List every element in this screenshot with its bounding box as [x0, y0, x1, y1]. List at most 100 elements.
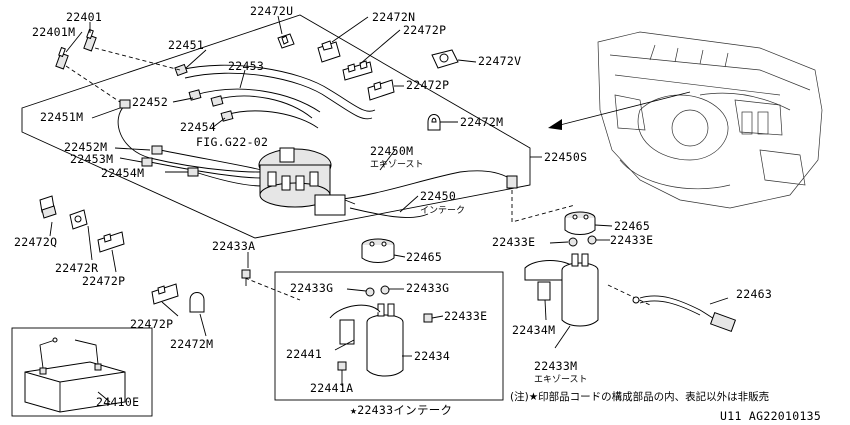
boot-22451M: [119, 99, 131, 109]
label-22441A: 22441A: [310, 381, 353, 395]
label-fig-ref: FIG.G22-02: [196, 135, 268, 149]
label-22401M: 22401M: [32, 25, 75, 39]
label-22434M: 22434M: [512, 323, 555, 337]
clip-22472P-d: [151, 283, 179, 305]
wire-22452: [194, 88, 321, 113]
label-22433A: 22433A: [212, 239, 255, 253]
label-22472U: 22472U: [250, 4, 293, 18]
wire-22453M: [149, 161, 263, 179]
label-22472P-c: 22472P: [82, 274, 125, 288]
label-exhaust-1: エキゾースト: [370, 159, 424, 170]
label-22433G-a: 22433G: [290, 281, 333, 295]
wire-22450M: [334, 170, 513, 201]
nut-22433E-b: [587, 235, 597, 245]
label-22454M: 22454M: [101, 166, 144, 180]
footnote: (注)★印部品コードの構成部品の内、表記以外は非販売: [510, 390, 769, 403]
label-22463: 22463: [736, 287, 772, 301]
bolt-22433A: [241, 269, 251, 286]
boot-22452: [188, 89, 202, 101]
boot-22454M: [187, 167, 199, 177]
label-22433E-a: 22433E: [492, 235, 535, 249]
wire-22454: [224, 110, 319, 129]
harness-22463: [632, 295, 737, 333]
label-22465-right: 22465: [614, 219, 650, 233]
label-22472V: 22472V: [478, 54, 521, 68]
label-22472P-d: 22472P: [130, 317, 173, 331]
engine-arrow-head: [548, 119, 562, 130]
label-22450S: 22450S: [544, 150, 587, 164]
label-22452: 22452: [132, 95, 168, 109]
wire-22454M: [194, 171, 263, 187]
boot-22452b: [210, 95, 224, 107]
dashed-22450S: [511, 190, 576, 223]
label-22433E-c: 22433E: [444, 309, 487, 323]
spark-plug-22401: [83, 28, 97, 52]
label-22433G-b: 22433G: [406, 281, 449, 295]
nut-22433E-a: [568, 237, 578, 247]
label-22433M: 22433M: [534, 359, 577, 373]
coil-22434M: [524, 253, 599, 327]
cable-set-outline: [21, 14, 531, 239]
diagram-code: U11 AG22010135: [720, 409, 821, 423]
boot-22451: [174, 63, 188, 77]
label-22472R: 22472R: [55, 261, 98, 275]
engine-illustration: [597, 31, 823, 209]
label-22450: 22450: [420, 189, 456, 203]
label-22472Q: 22472Q: [14, 235, 57, 249]
label-22472P-b: 22472P: [406, 78, 449, 92]
cap-22465-left: [361, 238, 395, 263]
nut-22433G-b: [380, 285, 390, 295]
label-22452M: 22452M: [64, 140, 107, 154]
coil-22434: [329, 303, 404, 377]
boot-22450M: [506, 175, 518, 189]
dashed-22463: [607, 284, 651, 306]
label-22472P-a: 22472P: [403, 23, 446, 37]
leader-lines: [49, 15, 729, 403]
wire-22451b: [184, 72, 373, 120]
label-24410E: 24410E: [96, 395, 139, 409]
clip-22472V: [431, 49, 459, 69]
clip-22472P-c: [97, 231, 125, 253]
label-22433-intake: ★22433インテーク: [350, 403, 452, 417]
label-22401: 22401: [66, 10, 102, 24]
label-22434: 22434: [414, 349, 450, 363]
clip-22472P-a: [342, 60, 373, 81]
wire-22450: [349, 207, 429, 219]
wire-22451: [179, 64, 376, 112]
label-exhaust-2: エキゾースト: [534, 374, 588, 385]
boot-22452M: [151, 145, 163, 155]
clip-22472Q: [39, 195, 57, 219]
label-22451M: 22451M: [40, 110, 83, 124]
dashed-22433A: [244, 277, 301, 301]
clip-22472U: [277, 33, 295, 49]
label-22472N: 22472N: [372, 10, 415, 24]
clip-22472N: [317, 40, 341, 63]
wire-22452b: [214, 95, 313, 119]
intake-coil-box: [274, 271, 504, 401]
dashed-22401: [94, 47, 181, 71]
battery-box: [11, 327, 153, 417]
label-22450M: 22450M: [370, 144, 413, 158]
nut-22433G-a: [365, 287, 375, 297]
clip-22472P-b: [367, 79, 395, 101]
nut-22433E-c: [423, 313, 433, 323]
wire-22452M: [159, 149, 263, 171]
distributor: [258, 147, 356, 216]
label-22472M-a: 22472M: [460, 115, 503, 129]
clip-22472R: [69, 209, 88, 230]
cap-22465-right: [564, 211, 596, 235]
clip-22472M-b: [189, 292, 205, 313]
boot-22453M: [141, 157, 153, 167]
label-22453M: 22453M: [70, 152, 113, 166]
engine-pointer-line: [555, 91, 691, 127]
clip-22472M-a: [427, 114, 441, 131]
label-22453: 22453: [228, 59, 264, 73]
label-22441: 22441: [286, 347, 322, 361]
screw-22441A: [337, 361, 347, 378]
label-22472M-b: 22472M: [170, 337, 213, 351]
dashed-22401M: [65, 65, 121, 103]
label-22454: 22454: [180, 120, 216, 134]
label-intake-1: インテーク: [420, 205, 465, 216]
